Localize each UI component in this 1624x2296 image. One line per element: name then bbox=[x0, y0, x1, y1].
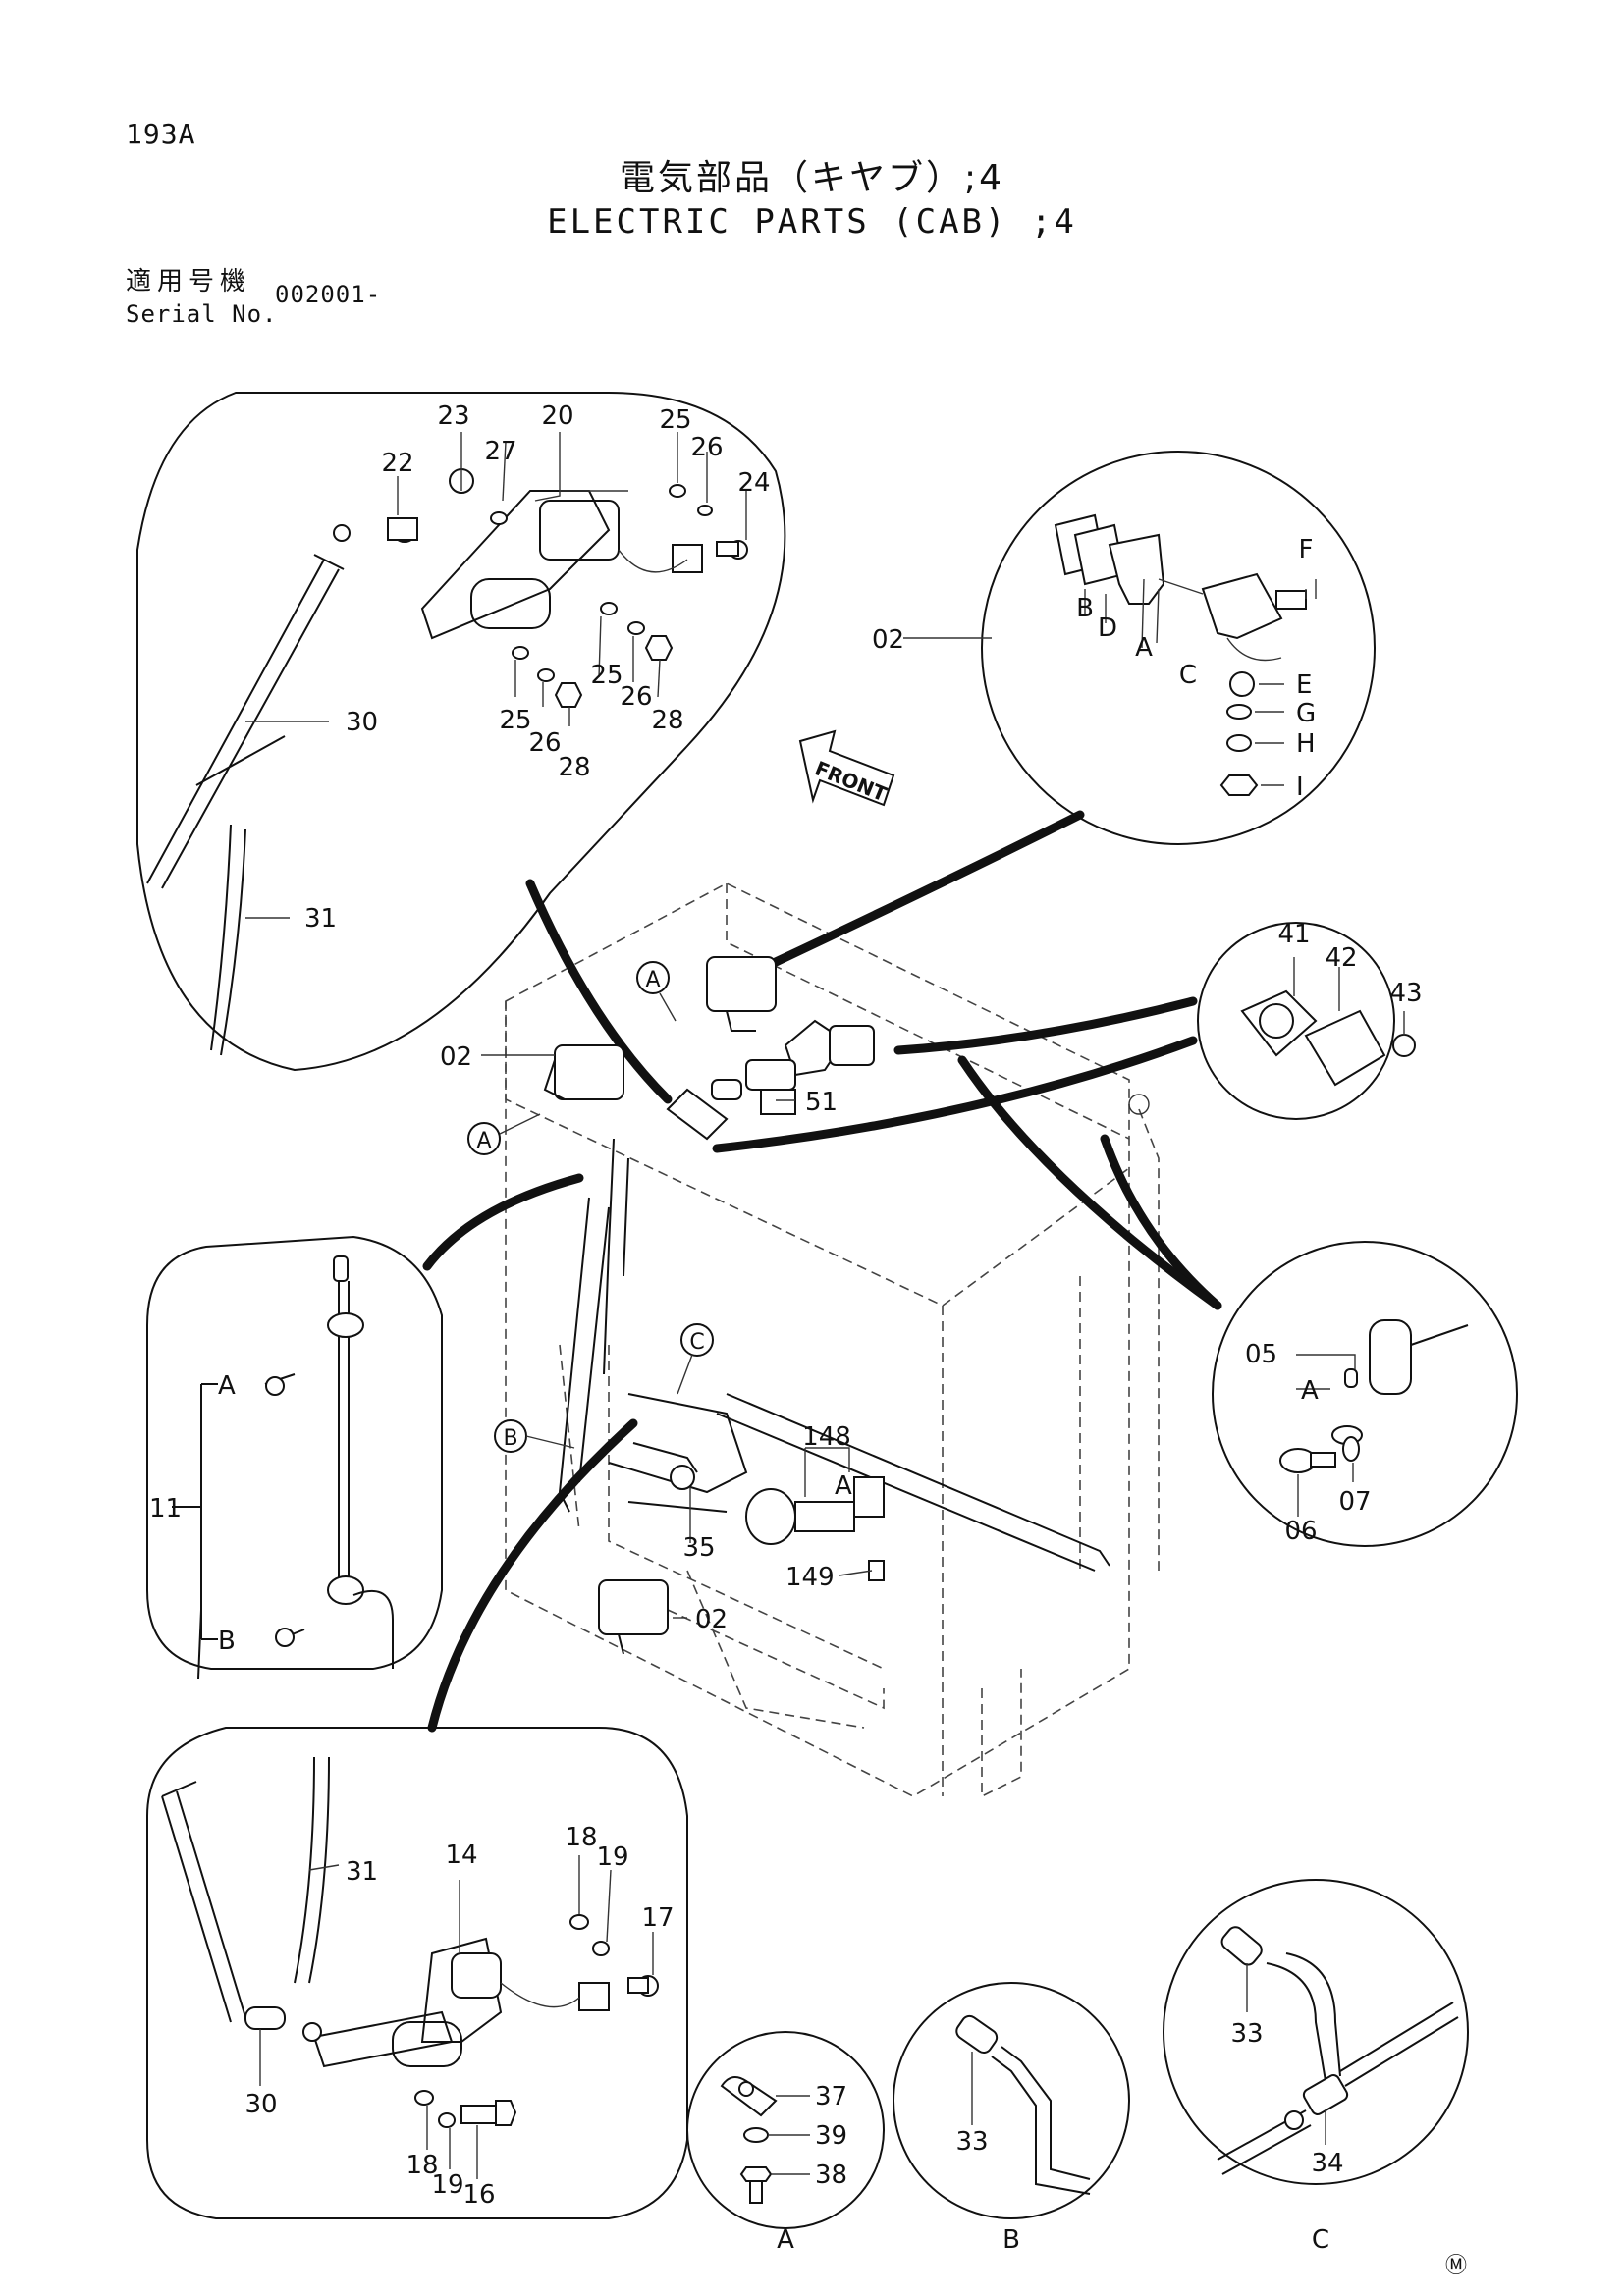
label-25-mid: 25 bbox=[590, 661, 623, 690]
label-42: 42 bbox=[1325, 943, 1357, 973]
page-title-english: ELECTRIC PARTS (CAB) ;4 bbox=[547, 202, 1077, 241]
central-cab-parts bbox=[543, 956, 1110, 1655]
label-41: 41 bbox=[1277, 920, 1310, 949]
label-22: 22 bbox=[381, 449, 413, 478]
label-E-lamp: E bbox=[1296, 670, 1312, 700]
label-14: 14 bbox=[445, 1841, 477, 1870]
label-24: 24 bbox=[737, 468, 770, 498]
label-148: 148 bbox=[802, 1422, 851, 1452]
front-direction-arrow: FRONT bbox=[798, 729, 895, 806]
label-18-low: 18 bbox=[406, 2151, 438, 2180]
circled-reference-letters: A A B C bbox=[467, 961, 714, 1453]
detail-leader-curves bbox=[422, 810, 1222, 1733]
detail-room-lamp bbox=[1212, 1241, 1518, 1547]
label-18-top: 18 bbox=[565, 1823, 597, 1852]
label-I-lamp: I bbox=[1296, 773, 1304, 802]
label-23: 23 bbox=[437, 401, 469, 431]
detail-upper-wiper-motor bbox=[136, 392, 786, 1072]
label-A-antenna: A bbox=[218, 1371, 236, 1401]
label-26-low: 26 bbox=[528, 728, 561, 758]
detail-captions: A B C bbox=[777, 2225, 1329, 2255]
page-title-japanese: 電気部品（キヤブ）;4 bbox=[619, 158, 1005, 198]
caption-detail-b: B bbox=[1002, 2225, 1020, 2255]
label-11: 11 bbox=[149, 1494, 182, 1523]
label-35: 35 bbox=[682, 1533, 715, 1563]
detail-lamp-assembly bbox=[981, 451, 1376, 845]
label-B-antenna: B bbox=[218, 1627, 236, 1656]
detail-circle-b bbox=[893, 1982, 1130, 2219]
caption-detail-a: A bbox=[777, 2225, 794, 2255]
label-06: 06 bbox=[1284, 1517, 1317, 1546]
label-19-top: 19 bbox=[596, 1842, 628, 1872]
label-B-lamp: B bbox=[1076, 594, 1094, 623]
label-A-room-lamp: A bbox=[1301, 1376, 1319, 1406]
label-D-lamp: D bbox=[1098, 614, 1117, 643]
label-51: 51 bbox=[805, 1088, 838, 1117]
detail-circle-a bbox=[686, 2031, 885, 2229]
label-19-low: 19 bbox=[431, 2170, 463, 2200]
label-26-top: 26 bbox=[690, 433, 723, 462]
label-149: 149 bbox=[785, 1563, 835, 1592]
label-A-148: A bbox=[835, 1471, 852, 1501]
ref-a-top: A bbox=[645, 968, 660, 992]
label-30-bottom: 30 bbox=[244, 2090, 277, 2119]
label-02-cab-bottom: 02 bbox=[695, 1605, 728, 1634]
part-number-labels: 23 20 27 22 25 26 24 25 26 28 25 26 28 3… bbox=[149, 401, 1423, 2210]
label-43: 43 bbox=[1389, 979, 1422, 1008]
label-20: 20 bbox=[541, 401, 573, 431]
ref-b: B bbox=[503, 1426, 517, 1451]
ref-a-left: A bbox=[476, 1129, 491, 1153]
serial-number-value: 002001- bbox=[275, 281, 382, 308]
detail-cover-plate bbox=[1197, 922, 1416, 1120]
label-F-lamp: F bbox=[1299, 535, 1314, 564]
label-H-lamp: H bbox=[1296, 729, 1316, 759]
label-28-right: 28 bbox=[651, 706, 683, 735]
ref-c: C bbox=[689, 1330, 704, 1355]
label-25-low: 25 bbox=[499, 706, 531, 735]
label-A-lamp: A bbox=[1135, 633, 1153, 663]
label-33-b: 33 bbox=[955, 2127, 988, 2157]
label-37: 37 bbox=[815, 2082, 847, 2111]
label-05: 05 bbox=[1245, 1340, 1277, 1369]
label-16: 16 bbox=[462, 2180, 495, 2210]
label-28-low: 28 bbox=[558, 753, 590, 782]
label-30-top: 30 bbox=[346, 708, 378, 737]
label-31-bottom: 31 bbox=[346, 1857, 378, 1887]
serial-label-english: Serial No. bbox=[126, 300, 278, 328]
leader-lines bbox=[245, 432, 1405, 2179]
label-25-top: 25 bbox=[659, 405, 691, 435]
label-34: 34 bbox=[1311, 2149, 1343, 2178]
label-31-top: 31 bbox=[304, 904, 337, 934]
detail-antenna-wire bbox=[146, 1235, 443, 1680]
label-02-cab-left: 02 bbox=[440, 1042, 472, 1072]
label-39: 39 bbox=[815, 2121, 847, 2151]
footer-mark: Ⓜ bbox=[1445, 2254, 1468, 2278]
label-02-lamp-detail: 02 bbox=[872, 625, 904, 655]
label-38: 38 bbox=[815, 2161, 847, 2190]
label-07: 07 bbox=[1338, 1487, 1371, 1517]
label-26-mid: 26 bbox=[620, 682, 652, 712]
detail-circle-c bbox=[1163, 1879, 1469, 2185]
caption-detail-c: C bbox=[1312, 2225, 1329, 2255]
page-code: 193A bbox=[126, 118, 196, 150]
cab-body-outline bbox=[505, 882, 1160, 1798]
serial-label-japanese: 適用号機 bbox=[126, 267, 252, 296]
label-G-lamp: G bbox=[1296, 699, 1316, 728]
label-33-c: 33 bbox=[1230, 2019, 1263, 2049]
label-17: 17 bbox=[641, 1903, 674, 1933]
label-C-lamp: C bbox=[1179, 661, 1197, 690]
detail-lower-wiper-motor bbox=[146, 1727, 688, 2219]
label-27: 27 bbox=[484, 437, 516, 466]
